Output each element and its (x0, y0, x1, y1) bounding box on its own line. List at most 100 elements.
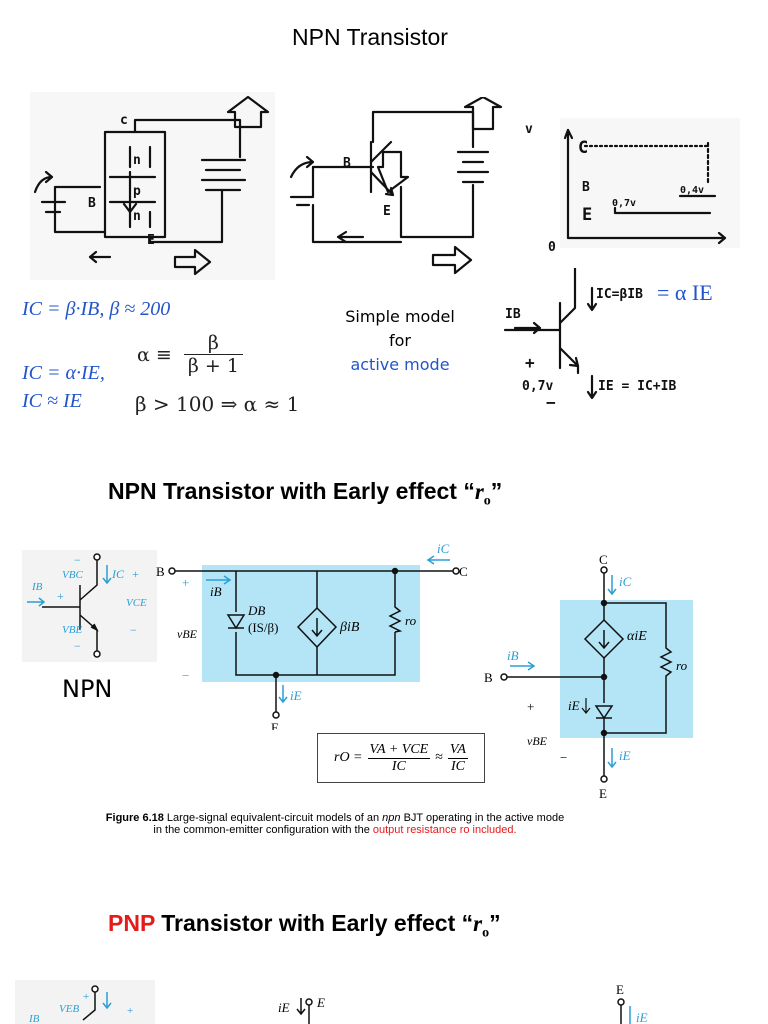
c1-minus: − (182, 668, 189, 683)
pnp-veb-label: VEB (59, 1003, 79, 1015)
ro-formula-den: IC (391, 758, 406, 774)
npn-minus-right: − (130, 623, 137, 637)
c1-plus: + (182, 575, 189, 590)
vbe-07-label: 0,7v (612, 198, 636, 209)
c1-ie-label: iE (290, 688, 302, 703)
figure-caption-line2: in the common-emitter configuration with… (153, 824, 517, 836)
axis-v-label: v (525, 122, 533, 137)
figure-caption: Figure 6.18 Large-signal equivalent-circ… (40, 812, 630, 836)
simple-model-line1: Simple model (345, 307, 455, 326)
model-v07-label: 0,7v (522, 379, 553, 394)
axis-e-label: E (582, 205, 592, 225)
c2-plus: + (527, 699, 534, 714)
c2-ib-label: iB (507, 648, 519, 663)
alpha-definition: α ≡ β β + 1 (137, 332, 243, 377)
collector-label: c (120, 113, 128, 128)
c1-collector-label: C (459, 564, 468, 579)
c1-diode-param: (IS/β) (248, 620, 278, 635)
model-minus: − (546, 393, 556, 412)
npn-circuit-sketch: B E (289, 97, 503, 275)
model-alpha-ie: = α IE (657, 280, 713, 305)
pnp-c1-ie-label: iE (278, 1000, 290, 1015)
npn-symbol-panel (22, 550, 157, 662)
p-layer: p (133, 184, 141, 199)
npn-label: NPN (62, 675, 113, 703)
axis-b-label: B (582, 180, 590, 195)
npn-vce-label: VCE (126, 597, 147, 609)
c2-vbe-label: vBE (527, 734, 548, 748)
npn-minus-bottom: − (74, 639, 81, 653)
pnp-c1-emitter-label: E (316, 995, 325, 1010)
ro-formula-num2: VA (447, 741, 468, 759)
equivalent-circuit-2: C iC αiE ro iB B iE + vBE − iE E (484, 552, 693, 801)
c2-ro-label: ro (676, 658, 688, 673)
c1-vbe-label: vBE (177, 627, 198, 641)
base-label: B (88, 196, 96, 211)
sketch2-base-label: B (343, 156, 351, 171)
simple-model-sketch: IB IC=βIB = α IE + 0,7v − IE = IC+IB (503, 268, 713, 412)
model-ie-equation: IE = IC+IB (598, 379, 676, 394)
output-characteristic-sketch: v C B E 0,7v 0,4v 0 (525, 118, 740, 253)
npn-layer-sketch: c B n p n E (30, 92, 275, 280)
ic-beta-equation: IC = β·IB, β ≈ 200 (22, 298, 171, 320)
vce-04-label: 0,4v (680, 185, 704, 196)
c1-ib-label: iB (210, 584, 222, 599)
c2-ie-inner-label: iE (568, 698, 580, 713)
ic-alpha-equation: IC = α·IE, (22, 362, 105, 384)
simple-model-text: Simple model for active mode (335, 305, 465, 377)
c2-emitter-label: E (599, 786, 607, 801)
npn-vbc-label: VBC (62, 569, 83, 581)
model-plus: + (525, 353, 535, 372)
sketch2-emitter-label: E (383, 204, 391, 219)
axis-c-label: C (578, 138, 588, 158)
simple-model-line3: active mode (350, 355, 450, 374)
npn-ib-label: IB (31, 581, 43, 593)
c2-base-label: B (484, 670, 493, 685)
npn-transistor-title: NPN Transistor (292, 24, 448, 50)
c1-emitter-label: E (271, 720, 279, 730)
npn-plus-right: + (132, 567, 139, 581)
alpha-denominator: β + 1 (187, 355, 239, 377)
early-effect-title: NPN Transistor with Early effect “ro” (108, 478, 503, 509)
ic-approx-equation: IC ≈ IE (22, 390, 82, 412)
n-layer-top: n (133, 153, 141, 168)
npn-minus-top: − (74, 553, 81, 567)
pnp-c2-emitter-label: E (616, 982, 624, 997)
model-ib-label: IB (505, 307, 521, 322)
c1-diode-label: DB (247, 603, 265, 618)
c1-source-label: βiB (339, 620, 360, 635)
ro-formula-approx: ≈ (435, 750, 443, 765)
emitter-label: E (147, 233, 155, 248)
figure-caption-line1: Figure 6.18 Large-signal equivalent-circ… (105, 812, 565, 824)
ro-formula-num: VA + VCE (367, 741, 431, 759)
c1-ro-label: ro (405, 613, 417, 628)
npn-ic-label: IC (111, 567, 125, 581)
c2-minus: − (560, 750, 567, 765)
c2-ic-label: iC (619, 574, 632, 589)
alpha-numerator: β (183, 332, 243, 355)
ro-formula-lhs: rO = (334, 750, 363, 765)
npn-vbe-label: VBE (62, 624, 82, 636)
n-layer-bottom: n (133, 209, 141, 224)
c2-collector-label: C (599, 552, 608, 567)
ro-formula-den2: IC (450, 758, 465, 774)
origin-label: 0 (548, 240, 556, 253)
ro-formula-box: rO = VA + VCE IC ≈ VA IC (317, 733, 485, 783)
pnp-plus-right: + (127, 1005, 133, 1017)
pnp-symbol-partial: VEB IB + + (15, 980, 155, 1024)
pnp-ib-label: IB (28, 1013, 40, 1024)
simple-model-line2: for (389, 331, 411, 350)
pnp-c2-ie-label: iE (636, 1010, 648, 1024)
c2-source-label: αiE (627, 629, 647, 644)
model-ic-equation: IC=βIB (596, 287, 643, 302)
pnp-circuit1-partial: iE E (278, 995, 325, 1024)
beta-condition: β > 100 ⇒ α ≈ 1 (135, 392, 300, 416)
c1-base-label: B (156, 564, 165, 579)
c2-ie-label: iE (619, 748, 631, 763)
npn-symbol: VBC IC VCE IB VBE − + + − − (27, 553, 147, 658)
pnp-circuit2-partial: E iE (616, 982, 648, 1024)
npn-plus-base: + (57, 589, 64, 603)
c1-ic-label: iC (437, 541, 450, 556)
pnp-plus-top: + (83, 991, 89, 1003)
pnp-early-effect-title: PNP Transistor with Early effect “ro” (108, 910, 501, 941)
